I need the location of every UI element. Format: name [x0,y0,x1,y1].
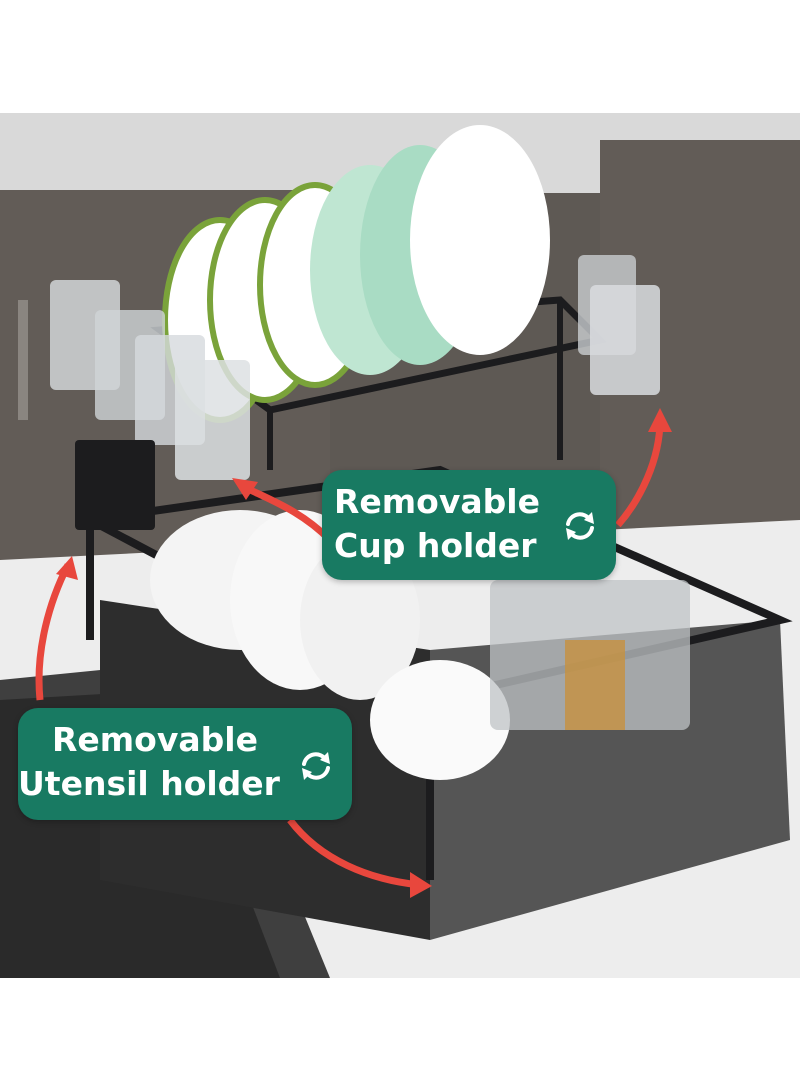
sync-icon [294,744,338,788]
cup-holder-callout: Removable Cup holder [322,470,616,580]
cup-callout-line1: Removable [334,482,540,521]
utensil-callout-line1: Removable [52,720,258,759]
utensil-holder-callout: Removable Utensil holder [18,708,352,820]
sync-icon [558,504,602,548]
utensil-callout-line2: Utensil holder [18,764,280,803]
cup-callout-line2: Cup holder [334,526,537,565]
